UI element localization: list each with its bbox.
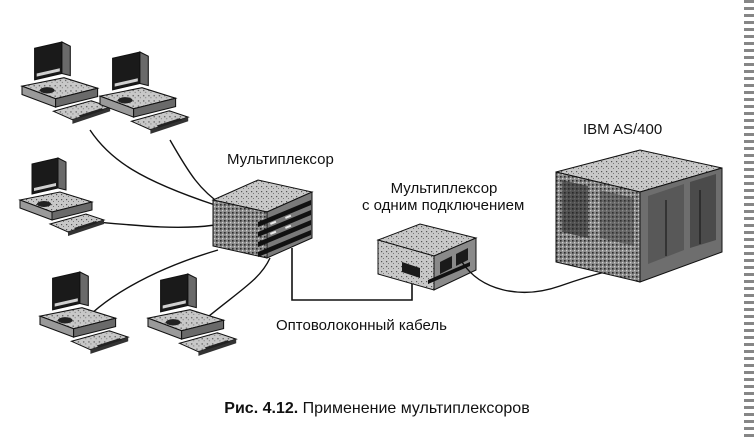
main-multiplexer	[211, 179, 314, 259]
main-multiplexer-label: Мультиплексор	[227, 151, 334, 168]
figure-caption: Рис. 4.12. Применение мультиплексоров	[0, 400, 754, 418]
single-connection-multiplexer	[376, 223, 478, 291]
terminal-4	[39, 271, 129, 355]
ibm-label: IBM AS/400	[583, 121, 663, 138]
fiber-cable-label: Оптоволоконный кабель	[276, 317, 447, 334]
figure-title: Применение мультиплексоров	[302, 400, 530, 417]
ibm-as400	[555, 149, 723, 283]
terminal-3	[19, 157, 105, 237]
single-multiplexer-label-line1: Мультиплексор	[390, 180, 498, 197]
fiber-cable	[291, 248, 413, 301]
terminal-5	[147, 273, 237, 357]
figure-number: Рис. 4.12.	[224, 400, 299, 417]
scan-edge	[744, 0, 754, 439]
terminal-2	[99, 51, 189, 135]
single-multiplexer-label-line2: с одним подключением	[362, 197, 525, 214]
single-multiplexer-label: Мультиплексор с одним подключением	[362, 180, 524, 214]
terminal-1	[21, 41, 111, 125]
